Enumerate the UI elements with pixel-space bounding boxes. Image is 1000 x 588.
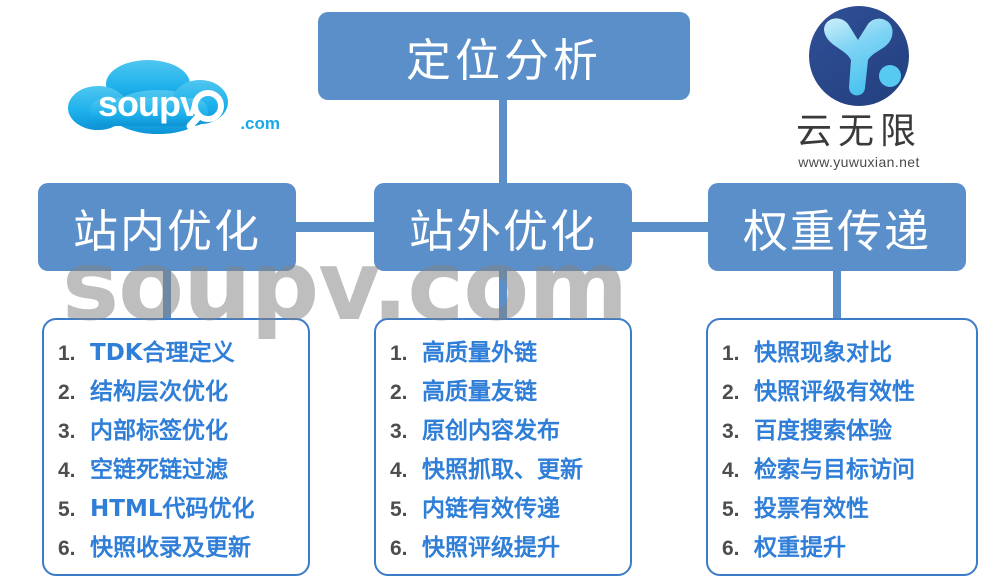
connector-branch2-to-list2 xyxy=(499,271,507,321)
list-item-number: 4. xyxy=(58,459,76,482)
node-branch-offsite-label: 站外优化 xyxy=(408,205,597,257)
list-item-number: 2. xyxy=(58,381,76,404)
list-item-label: 快照评级提升 xyxy=(422,535,560,561)
list-weight: 1. 快照现象对比 2. 快照评级有效性 3. 百度搜索体验 4. 检索与目标访问 5.… xyxy=(722,334,966,568)
list-item-label: 高质量友链 xyxy=(422,379,537,405)
list-item-number: 3. xyxy=(390,420,408,443)
connector-root-to-branch2 xyxy=(499,100,507,183)
list-item-label: 快照评级有效性 xyxy=(754,379,915,405)
list-item: 2. 结构层次优化 xyxy=(58,373,298,412)
list-item: 2. 高质量友链 xyxy=(390,373,620,412)
list-item: 5. 内链有效传递 xyxy=(390,490,620,529)
yuwuxian-logo: 云无限 www.yuwuxian.net xyxy=(752,4,966,176)
list-item-label: 百度搜索体验 xyxy=(754,418,892,444)
list-item-label: 快照抓取、更新 xyxy=(422,457,583,483)
connector-branch1-to-branch2 xyxy=(296,222,374,232)
list-item-number: 3. xyxy=(722,420,740,443)
list-item-label: TDK合理定义 xyxy=(90,340,235,366)
list-item-number: 3. xyxy=(58,420,76,443)
svg-text:soupv: soupv xyxy=(98,83,200,124)
list-item: 4. 空链死链过滤 xyxy=(58,451,298,490)
cloud-magnifier-icon: soupv xyxy=(68,60,228,134)
node-root[interactable]: 定位分析 xyxy=(318,12,690,100)
node-branch-weight[interactable]: 权重传递 xyxy=(708,183,966,271)
list-item: 1. TDK合理定义 xyxy=(58,334,298,373)
node-branch-onsite[interactable]: 站内优化 xyxy=(38,183,296,271)
list-panel-onsite: 1. TDK合理定义 2. 结构层次优化 3. 内部标签优化 4. 空链死链过滤 5. H… xyxy=(42,318,310,576)
circle-y-mark-icon xyxy=(809,6,909,106)
list-item: 3. 内部标签优化 xyxy=(58,412,298,451)
list-item-label: 结构层次优化 xyxy=(90,379,228,405)
list-item-label: 高质量外链 xyxy=(422,340,537,366)
list-item: 4. 快照抓取、更新 xyxy=(390,451,620,490)
list-item: 5. 投票有效性 xyxy=(722,490,966,529)
list-item: 2. 快照评级有效性 xyxy=(722,373,966,412)
list-panel-offsite: 1. 高质量外链 2. 高质量友链 3. 原创内容发布 4. 快照抓取、更新 5. 内链有… xyxy=(374,318,632,576)
list-item-label: 投票有效性 xyxy=(754,496,869,522)
list-item: 1. 快照现象对比 xyxy=(722,334,966,373)
list-offsite: 1. 高质量外链 2. 高质量友链 3. 原创内容发布 4. 快照抓取、更新 5. 内链有… xyxy=(390,334,620,568)
list-item-number: 6. xyxy=(58,537,76,560)
list-item-number: 1. xyxy=(390,342,408,365)
list-item-label: 内部标签优化 xyxy=(90,418,228,444)
list-item-number: 6. xyxy=(722,537,740,560)
list-item-label: 原创内容发布 xyxy=(422,418,560,444)
yuwuxian-url: www.yuwuxian.net xyxy=(798,154,920,170)
list-item: 3. 百度搜索体验 xyxy=(722,412,966,451)
list-item-label: 内链有效传递 xyxy=(422,496,560,522)
list-item: 3. 原创内容发布 xyxy=(390,412,620,451)
list-item: 5. HTML代码优化 xyxy=(58,490,298,529)
list-item-number: 1. xyxy=(722,342,740,365)
list-item-label: 快照现象对比 xyxy=(754,340,892,366)
list-item-number: 4. xyxy=(722,459,740,482)
list-item-label: 快照收录及更新 xyxy=(90,535,251,561)
list-item-number: 6. xyxy=(390,537,408,560)
node-branch-offsite[interactable]: 站外优化 xyxy=(374,183,632,271)
list-item: 6. 快照收录及更新 xyxy=(58,529,298,568)
list-item-number: 5. xyxy=(722,498,740,521)
soupv-logo: soupv .com xyxy=(62,58,282,158)
list-item-number: 1. xyxy=(58,342,76,365)
list-item: 4. 检索与目标访问 xyxy=(722,451,966,490)
node-branch-weight-label: 权重传递 xyxy=(742,205,931,257)
connector-branch1-to-list1 xyxy=(163,271,171,321)
node-branch-onsite-label: 站内优化 xyxy=(72,205,261,257)
yuwuxian-name: 云无限 xyxy=(795,111,922,152)
list-onsite: 1. TDK合理定义 2. 结构层次优化 3. 内部标签优化 4. 空链死链过滤 5. H… xyxy=(58,334,298,568)
bottom-edge-strip xyxy=(0,585,1000,588)
list-panel-weight: 1. 快照现象对比 2. 快照评级有效性 3. 百度搜索体验 4. 检索与目标访问 5.… xyxy=(706,318,978,576)
list-item: 6. 快照评级提升 xyxy=(390,529,620,568)
list-item-number: 5. xyxy=(390,498,408,521)
list-item-label: HTML代码优化 xyxy=(90,496,255,522)
connector-branch3-to-list3 xyxy=(833,271,841,321)
soupv-dotcom-label: .com xyxy=(240,114,280,133)
node-root-label: 定位分析 xyxy=(405,34,602,86)
list-item-label: 权重提升 xyxy=(754,535,846,561)
connector-branch2-to-branch3 xyxy=(632,222,708,232)
list-item-label: 检索与目标访问 xyxy=(754,457,915,483)
list-item-number: 4. xyxy=(390,459,408,482)
list-item-label: 空链死链过滤 xyxy=(90,457,228,483)
list-item-number: 5. xyxy=(58,498,76,521)
list-item-number: 2. xyxy=(390,381,408,404)
list-item-number: 2. xyxy=(722,381,740,404)
list-item: 1. 高质量外链 xyxy=(390,334,620,373)
list-item: 6. 权重提升 xyxy=(722,529,966,568)
